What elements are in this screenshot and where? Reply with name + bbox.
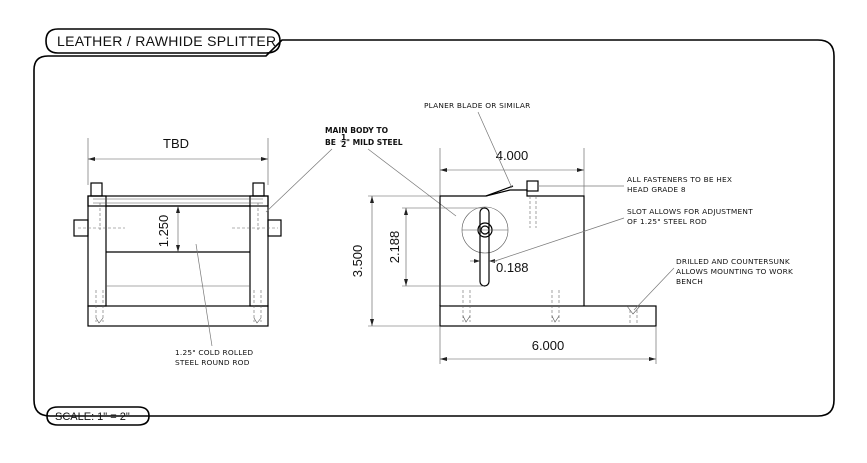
note-slot-line2: OF 1.25" STEEL ROD bbox=[627, 217, 707, 226]
side-base-plate bbox=[439, 305, 657, 327]
note-rod-line1: 1.25" COLD ROLLED bbox=[175, 348, 253, 357]
note-rod-line2: STEEL ROUND ROD bbox=[175, 358, 250, 367]
dim-rod-height: 1.250 bbox=[156, 215, 171, 248]
note-blade: PLANER BLADE OR SIMILAR bbox=[424, 101, 530, 189]
note-blade-text: PLANER BLADE OR SIMILAR bbox=[424, 101, 530, 110]
note-drilled-line2: ALLOWS MOUNTING TO WORK bbox=[676, 267, 793, 276]
note-slot-line1: SLOT ALLOWS FOR ADJUSTMENT bbox=[627, 207, 753, 216]
front-top-rail bbox=[87, 195, 269, 207]
sheet-border bbox=[33, 39, 835, 417]
side-bolt-head bbox=[526, 180, 539, 192]
note-main-body-frac-den: 2 bbox=[341, 140, 346, 149]
note-fasteners: ALL FASTENERS TO BE HEX HEAD GRADE 8 bbox=[538, 175, 732, 194]
front-bolt-head-left bbox=[90, 182, 103, 197]
front-base-plate bbox=[87, 305, 269, 327]
dim-slot-width: 0.188 bbox=[496, 260, 529, 275]
leader-main-body-right bbox=[367, 148, 457, 217]
dim-base-width: 6.000 bbox=[532, 338, 565, 353]
note-main-body-frac-num: 1 bbox=[341, 133, 346, 142]
front-side-plate-right bbox=[249, 195, 269, 307]
leader-main-body-left bbox=[265, 148, 333, 213]
note-fasteners-line1: ALL FASTENERS TO BE HEX bbox=[627, 175, 732, 184]
note-drilled: DRILLED AND COUNTERSUNK ALLOWS MOUNTING … bbox=[633, 257, 793, 311]
front-view: TBD 1.250 bbox=[73, 136, 282, 367]
title-block: LEATHER / RAWHIDE SPLITTER bbox=[45, 28, 281, 54]
note-main-body-line2-end: " MILD STEEL bbox=[346, 138, 403, 147]
side-body bbox=[439, 189, 585, 306]
note-main-body-line2: BE bbox=[325, 138, 336, 147]
dim-inner-height: 2.188 bbox=[387, 231, 402, 264]
note-drilled-line1: DRILLED AND COUNTERSUNK bbox=[676, 257, 790, 266]
dim-side-height: 3.500 bbox=[350, 245, 365, 278]
leader-blade bbox=[477, 111, 513, 189]
scale-label: SCALE: 1" = 2" bbox=[55, 411, 130, 423]
dim-front-width: TBD bbox=[163, 136, 189, 151]
side-view: 4.000 3.500 bbox=[350, 148, 657, 364]
scale-tab bbox=[46, 406, 150, 426]
front-side-plate-left bbox=[87, 195, 107, 307]
scale-block: SCALE: 1" = 2" bbox=[46, 406, 150, 426]
leader-slot bbox=[491, 217, 625, 263]
note-fasteners-line2: HEAD GRADE 8 bbox=[627, 185, 686, 194]
note-drilled-line3: BENCH bbox=[676, 277, 703, 286]
leader-drilled bbox=[633, 267, 675, 311]
note-main-body-line1: MAIN BODY TO bbox=[325, 126, 389, 135]
adjustment-slot bbox=[479, 207, 490, 287]
page-title: LEATHER / RAWHIDE SPLITTER bbox=[57, 33, 276, 49]
title-tab bbox=[45, 28, 281, 54]
note-main-body: MAIN BODY TO BE 1 2 " MILD STEEL bbox=[265, 126, 457, 217]
front-bolt-head-right bbox=[252, 182, 265, 197]
blade bbox=[485, 185, 514, 197]
dim-top-width: 4.000 bbox=[496, 148, 529, 163]
note-slot: SLOT ALLOWS FOR ADJUSTMENT OF 1.25" STEE… bbox=[491, 207, 753, 263]
leader-rod bbox=[195, 243, 213, 347]
